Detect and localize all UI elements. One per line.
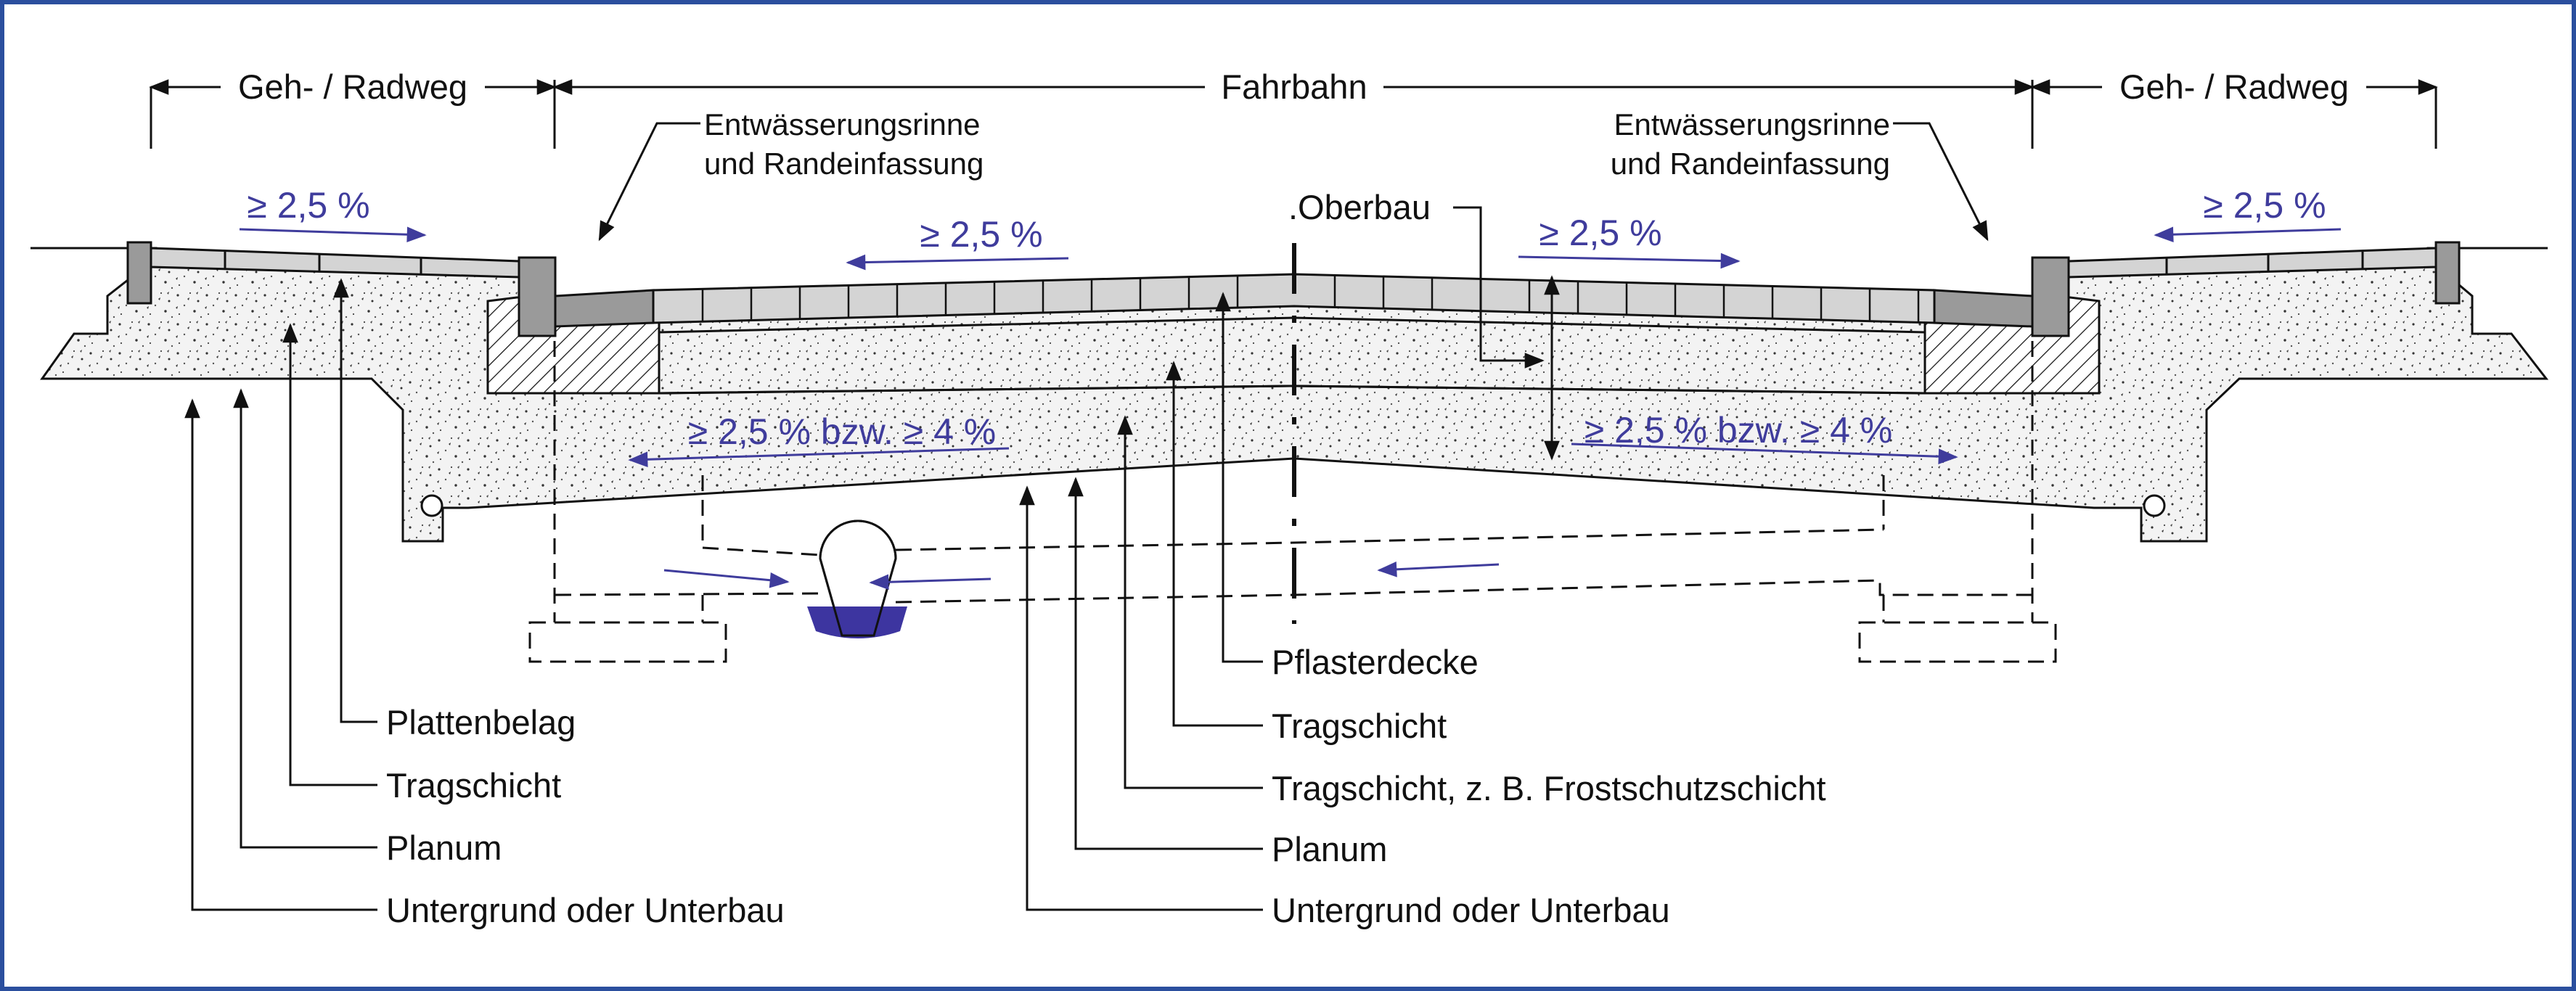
labels-right: Pflasterdecke Tragschicht Tragschicht, z… (1272, 643, 1826, 929)
label-plattenbelag: Plattenbelag (386, 703, 576, 741)
label-planum-walk: Planum (386, 828, 502, 867)
gutter-right-line1: Entwässerungsrinne (1614, 107, 1890, 141)
drain-pipe-left (420, 494, 443, 517)
walkway-paving-right (2067, 247, 2437, 279)
callout-oberbau: .Oberbau (1288, 188, 1560, 461)
sewer-pipe (807, 519, 907, 638)
callout-gutter-left: Entwässerungsrinne und Randeinfassung (598, 107, 984, 242)
label-untergrund-road: Untergrund oder Unterbau (1272, 891, 1670, 929)
gutter-left (554, 289, 655, 328)
labels-left: Plattenbelag Tragschicht Planum Untergru… (386, 703, 785, 929)
label-frostschutzschicht: Tragschicht, z. B. Frostschutzschicht (1272, 769, 1826, 807)
walkway-paving-left (150, 247, 520, 279)
flow-arrows (663, 562, 1500, 591)
slope-walk-left: ≥ 2,5 % (239, 185, 427, 243)
curb-left (518, 256, 557, 337)
edge-stone-right (2434, 241, 2461, 305)
leaders-left (184, 278, 377, 911)
drain-pipe-right (2143, 494, 2166, 517)
slope-subgrade-left: ≥ 2,5 % bzw. ≥ 4 % (628, 411, 1010, 468)
slope-subgrade-right-text: ≥ 2,5 % bzw. ≥ 4 % (1585, 410, 1893, 451)
curb-right (2031, 256, 2070, 337)
label-tragschicht-walk: Tragschicht (386, 766, 561, 805)
slope-walk-left-text: ≥ 2,5 % (247, 185, 369, 226)
edge-stone-left (126, 241, 152, 305)
gutter-right (1933, 289, 2034, 328)
gutter-left-line1: Entwässerungsrinne (704, 107, 981, 141)
oberbau-label: .Oberbau (1288, 188, 1431, 226)
leaders-right (1019, 292, 1263, 911)
dimension-line: Geh- / Radweg Fahrbahn Geh- / Radweg (149, 67, 2438, 149)
dimension-right-walk: Geh- / Radweg (2119, 67, 2349, 106)
gutter-left-line2: und Randeinfassung (704, 147, 984, 181)
dimension-roadway: Fahrbahn (1221, 67, 1367, 106)
slope-road-right: ≥ 2,5 % (1518, 213, 1741, 269)
label-untergrund-walk: Untergrund oder Unterbau (386, 891, 785, 929)
callout-gutter-right: Entwässerungsrinne und Randeinfassung (1611, 107, 1989, 242)
slope-subgrade-left-text: ≥ 2,5 % bzw. ≥ 4 % (688, 411, 997, 452)
slope-walk-right-text: ≥ 2,5 % (2203, 185, 2326, 226)
dashed-details (528, 341, 2057, 663)
slope-road-left-text: ≥ 2,5 % (920, 214, 1042, 255)
dimension-left-walk: Geh- / Radweg (238, 67, 467, 106)
label-tragschicht-road: Tragschicht (1272, 707, 1447, 745)
gutter-right-line2: und Randeinfassung (1611, 147, 1890, 181)
slope-subgrade-right: ≥ 2,5 % bzw. ≥ 4 % (1571, 410, 1958, 464)
label-pflasterdecke: Pflasterdecke (1272, 643, 1479, 681)
slope-walk-right: ≥ 2,5 % (2154, 185, 2342, 243)
slope-road-left: ≥ 2,5 % (846, 214, 1069, 271)
slope-road-right-text: ≥ 2,5 % (1539, 213, 1661, 253)
label-planum-road: Planum (1272, 830, 1387, 868)
